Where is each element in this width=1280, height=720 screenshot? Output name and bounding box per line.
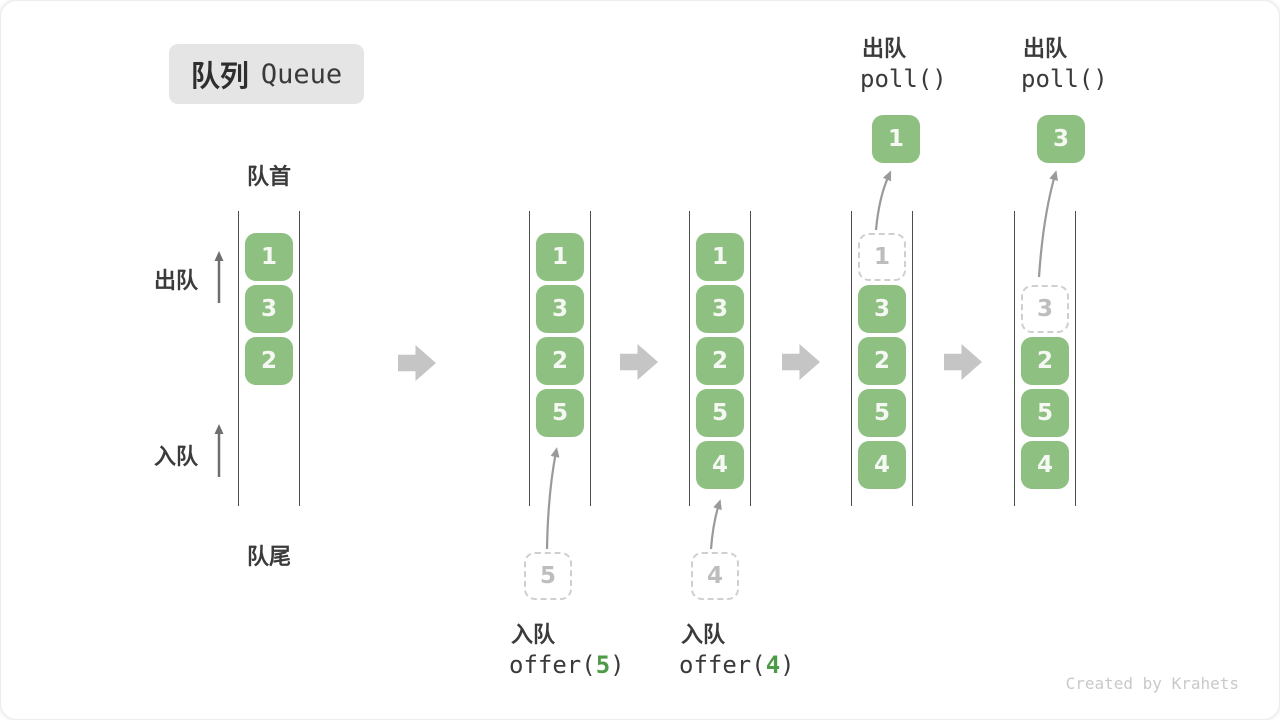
queue-block: 5 bbox=[696, 389, 744, 437]
enqueue-curve-arrow-4 bbox=[709, 499, 722, 550]
queue-block: 3 bbox=[245, 285, 293, 333]
label-dequeue-side: 出队 bbox=[154, 268, 199, 293]
queue-block: 3 bbox=[858, 285, 906, 333]
polled-block: 1 bbox=[872, 115, 920, 163]
step-arrow-icon bbox=[398, 345, 436, 381]
queue-block: 4 bbox=[1021, 441, 1069, 489]
queue-block: 5 bbox=[536, 389, 584, 437]
pending-block: 4 bbox=[691, 552, 739, 600]
title-en: Queue bbox=[260, 58, 343, 90]
title-zh: 队列 bbox=[190, 61, 249, 93]
queue-block: 2 bbox=[1021, 337, 1069, 385]
pending-block: 5 bbox=[524, 552, 572, 600]
code-fn: offer( bbox=[509, 651, 596, 679]
label-enqueue-op: 入队 bbox=[511, 622, 556, 647]
code-offer-5: offer(5) bbox=[509, 651, 625, 679]
queue-block: 5 bbox=[1021, 389, 1069, 437]
label-dequeue-op: 出队 bbox=[862, 36, 907, 61]
queue-block: 2 bbox=[536, 337, 584, 385]
polled-block: 3 bbox=[1037, 115, 1085, 163]
label-queue-front: 队首 bbox=[246, 164, 291, 189]
removed-block-ghost: 1 bbox=[858, 233, 906, 281]
code-arg: 5 bbox=[595, 651, 611, 679]
step-arrow-icon bbox=[944, 344, 982, 380]
label-enqueue-op: 入队 bbox=[681, 622, 726, 647]
queue-block: 1 bbox=[245, 233, 293, 281]
label-dequeue-op: 出队 bbox=[1023, 36, 1068, 61]
queue-block: 2 bbox=[696, 337, 744, 385]
code-fn: offer( bbox=[679, 651, 766, 679]
code-close: ) bbox=[780, 651, 795, 679]
code-poll-2: poll() bbox=[1021, 65, 1108, 93]
queue-block: 2 bbox=[245, 337, 293, 385]
code-offer-4: offer(4) bbox=[679, 651, 795, 679]
queue-state-4: 1 3 2 5 4 bbox=[851, 211, 913, 506]
label-queue-rear: 队尾 bbox=[246, 544, 291, 569]
title-badge: 队列 Queue bbox=[169, 44, 364, 104]
queue-block: 3 bbox=[536, 285, 584, 333]
watermark: Created by Krahets bbox=[1065, 674, 1239, 693]
step-arrow-icon bbox=[782, 344, 820, 380]
queue-block: 3 bbox=[696, 285, 744, 333]
queue-state-1: 1 3 2 bbox=[238, 211, 300, 506]
queue-state-5: 3 2 5 4 bbox=[1014, 211, 1076, 506]
step-arrow-icon bbox=[620, 344, 658, 380]
code-close: ) bbox=[610, 651, 625, 679]
queue-state-2: 1 3 2 5 bbox=[529, 211, 591, 506]
code-poll-1: poll() bbox=[860, 65, 947, 93]
queue-block: 4 bbox=[696, 441, 744, 489]
queue-block: 2 bbox=[858, 337, 906, 385]
code-arg: 4 bbox=[765, 651, 781, 679]
label-enqueue-side: 入队 bbox=[154, 444, 199, 469]
queue-state-3: 1 3 2 5 4 bbox=[689, 211, 751, 506]
queue-block: 4 bbox=[858, 441, 906, 489]
removed-block-ghost: 3 bbox=[1021, 285, 1069, 333]
queue-block: 1 bbox=[536, 233, 584, 281]
queue-block: 1 bbox=[696, 233, 744, 281]
queue-block: 5 bbox=[858, 389, 906, 437]
